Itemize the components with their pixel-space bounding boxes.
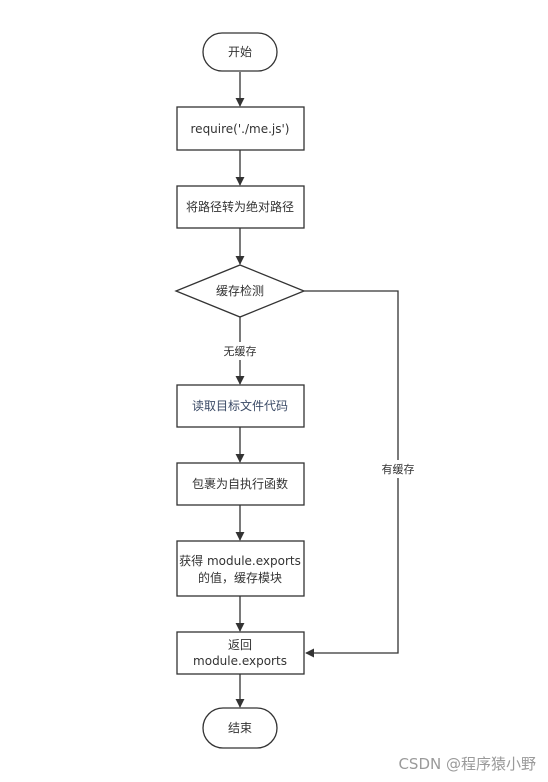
cache-check-decision [174,264,306,318]
end-node [202,707,278,749]
get-exports-node-label-line1: 获得 module.exports [179,553,301,568]
end-node-label: 结束 [228,721,252,735]
absolute-path-node-label: 将路径转为绝对路径 [186,199,294,214]
return-node-label-line1: 返回 [228,638,252,652]
start-node-label: 开始 [228,45,252,59]
wrap-iife-node [176,462,305,506]
watermark: CSDN @程序猿小野 [398,755,536,773]
wrap-iife-node-label: 包裹为自执行函数 [192,476,288,491]
require-node [176,106,305,151]
get-exports-node-label-line2: 的值，缓存模块 [198,570,282,585]
absolute-path-node [176,185,305,229]
read-code-node [176,384,305,428]
edge-label-no-cache: 无缓存 [224,344,257,358]
get-exports-node [176,540,305,597]
read-code-node-label: 读取目标文件代码 [192,398,288,413]
edge-label-has-cache: 有缓存 [382,462,415,476]
cache-check-label: 缓存检测 [216,283,264,298]
return-node-label-line2: module.exports [193,654,287,668]
require-node-label: require('./me.js') [191,122,290,136]
return-node [176,631,305,675]
start-node [202,32,278,72]
